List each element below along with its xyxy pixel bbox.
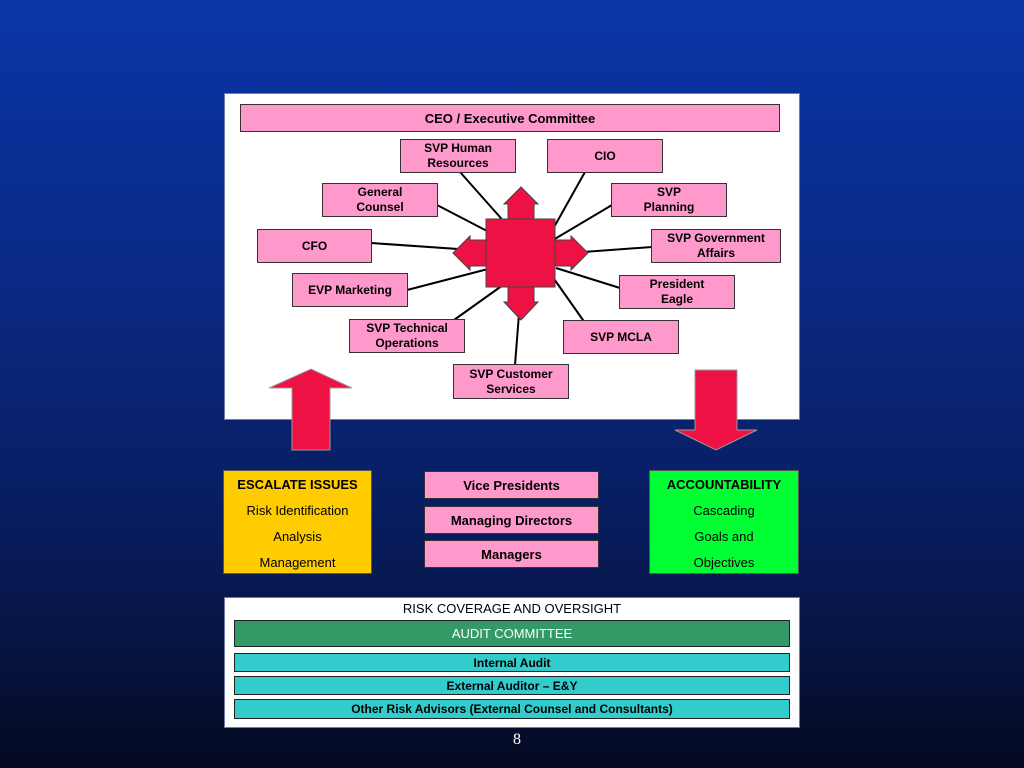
connector-general-counsel [436, 204, 490, 233]
node-evp-marketing: EVP Marketing [292, 273, 408, 307]
node-svp-planning: SVP Planning [611, 183, 727, 217]
external-auditor-bar: External Auditor – E&Y [234, 676, 790, 695]
connector-svp-planning [552, 204, 613, 241]
escalate-issues-title: ESCALATE ISSUES [237, 477, 358, 492]
node-cfo: CFO [257, 229, 372, 263]
ceo-executive-committee-box: CEO / Executive Committee [240, 104, 780, 132]
accountability-line: Objectives [693, 555, 755, 570]
escalate-line: Management [259, 555, 336, 570]
node-general-counsel: General Counsel [322, 183, 438, 217]
internal-audit-bar: Internal Audit [234, 653, 790, 672]
accountability-title: ACCOUNTABILITY [666, 477, 782, 492]
connector-evp-marketing [406, 268, 489, 291]
page-number: 8 [513, 731, 521, 748]
escalate-line: Risk Identification [246, 503, 349, 518]
accountability-down-arrow [674, 369, 758, 451]
hub-arrow-down [502, 286, 540, 321]
accountability-line: Goals and [694, 529, 754, 544]
accountability-box: ACCOUNTABILITY Cascading Goals and Objec… [649, 470, 799, 574]
node-cio: CIO [547, 139, 663, 173]
accountability-line: Cascading [693, 503, 755, 518]
node-svp-mcla: SVP MCLA [563, 320, 679, 354]
node-svp-human-resources: SVP Human Resources [400, 139, 516, 173]
node-svp-government-affairs: SVP Government Affairs [651, 229, 781, 263]
node-svp-customer-services: SVP Customer Services [453, 364, 569, 399]
other-risk-advisors-bar: Other Risk Advisors (External Counsel an… [234, 699, 790, 719]
node-president-eagle: President Eagle [619, 275, 735, 309]
risk-coverage-title: RISK COVERAGE AND OVERSIGHT [402, 601, 622, 616]
hub-arrow-up [502, 186, 540, 220]
level-managers: Managers [424, 540, 599, 568]
connector-president-eagle [555, 267, 621, 289]
escalate-issues-box: ESCALATE ISSUES Risk Identification Anal… [223, 470, 372, 574]
level-vice-presidents: Vice Presidents [424, 471, 599, 499]
hub-arrow-left [452, 234, 487, 272]
level-managing-directors: Managing Directors [424, 506, 599, 534]
node-svp-technical-operations: SVP Technical Operations [349, 319, 465, 353]
connector-svp-hr [459, 171, 508, 226]
escalate-line: Analysis [273, 529, 322, 544]
hub-cross-arrow [452, 186, 589, 321]
hub-square [485, 218, 556, 288]
connector-cio [552, 171, 586, 230]
hub-arrow-right [554, 234, 589, 272]
audit-committee-bar: AUDIT COMMITTEE [234, 620, 790, 647]
escalate-up-arrow [268, 368, 353, 451]
